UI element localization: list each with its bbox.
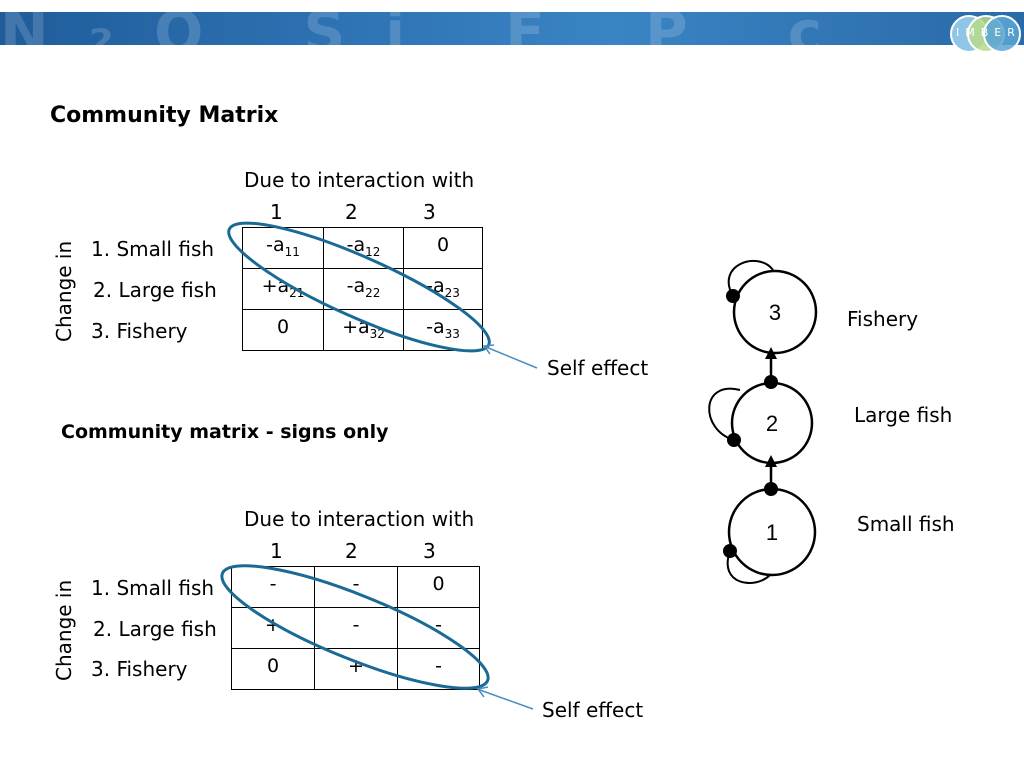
imber-logo: [950, 15, 1021, 53]
matrix-cell: -a23: [403, 268, 483, 310]
matrix-row: +a21 -a22 -a23: [242, 268, 483, 310]
matrix-cell: +: [231, 607, 315, 649]
node-3-number: 3: [769, 300, 781, 325]
community-matrix: -a11 -a12 0 +a21 -a22 -a23 0 +a32 -a33: [242, 227, 483, 351]
matrix-cell: 0: [231, 648, 315, 690]
node-1-label: Small fish: [857, 512, 955, 536]
matrix1-row-label: 1. Small fish: [91, 237, 215, 261]
matrix-row: 0 +a32 -a33: [242, 309, 483, 351]
matrix2-row-label: 2. Large fish: [93, 617, 217, 641]
node-2-number: 2: [766, 411, 778, 436]
node-2-label: Large fish: [854, 403, 953, 427]
matrix1-column-header: Due to interaction with: [244, 168, 475, 192]
matrix1-self-effect-arrow: [485, 346, 538, 369]
matrix-cell: -: [231, 566, 315, 608]
section-subtitle: Community matrix - signs only: [61, 421, 389, 443]
self-loop-3: [727, 260, 774, 297]
matrix2-col-index: 3: [423, 539, 436, 563]
matrix1-col-index: 2: [345, 200, 358, 224]
matrix2-row-label: 1. Small fish: [91, 576, 215, 600]
matrix-row: + - -: [231, 607, 480, 649]
matrix1-row-label: 2. Large fish: [93, 278, 217, 302]
matrix-cell: -: [397, 648, 480, 690]
matrix-cell: -a33: [403, 309, 483, 351]
matrix1-self-effect-label: Self effect: [547, 356, 649, 380]
matrix2-col-index: 2: [345, 539, 358, 563]
matrix-cell: +a32: [323, 309, 404, 351]
matrix2-col-index: 1: [270, 539, 283, 563]
matrix1-col-index: 3: [423, 200, 436, 224]
matrix-cell: 0: [403, 227, 483, 269]
matrix-cell: +: [314, 648, 398, 690]
matrix-row: 0 + -: [231, 648, 480, 690]
matrix2-row-label: 3. Fishery: [91, 657, 188, 681]
matrix-row: - - 0: [231, 566, 480, 608]
self-loop-2: [708, 387, 741, 441]
matrix1-row-label: 3. Fishery: [91, 319, 188, 343]
signs-matrix: - - 0 + - - 0 + -: [231, 566, 480, 690]
node-3-label: Fishery: [847, 307, 919, 331]
matrix2-diagonal-ellipse: [220, 564, 490, 690]
node-1-number: 1: [766, 520, 778, 545]
logo-text: IMBER: [956, 26, 1021, 39]
matrix-cell: 0: [242, 309, 324, 351]
header-banner: N₂O Si F P c: [0, 12, 1024, 45]
matrix2-column-header: Due to interaction with: [244, 507, 475, 531]
matrix-cell: 0: [397, 566, 480, 608]
matrix-cell: -: [397, 607, 480, 649]
matrix2-self-effect-label: Self effect: [542, 698, 644, 722]
page-title: Community Matrix: [50, 103, 279, 128]
matrix2-self-effect-arrow: [479, 689, 534, 710]
matrix1-col-index: 1: [270, 200, 283, 224]
self-loop-1: [726, 550, 771, 584]
node-3: [732, 269, 818, 355]
banner-ghost-text: N₂O Si F P c: [0, 12, 862, 45]
matrix1-diagonal-ellipse: [227, 221, 491, 353]
